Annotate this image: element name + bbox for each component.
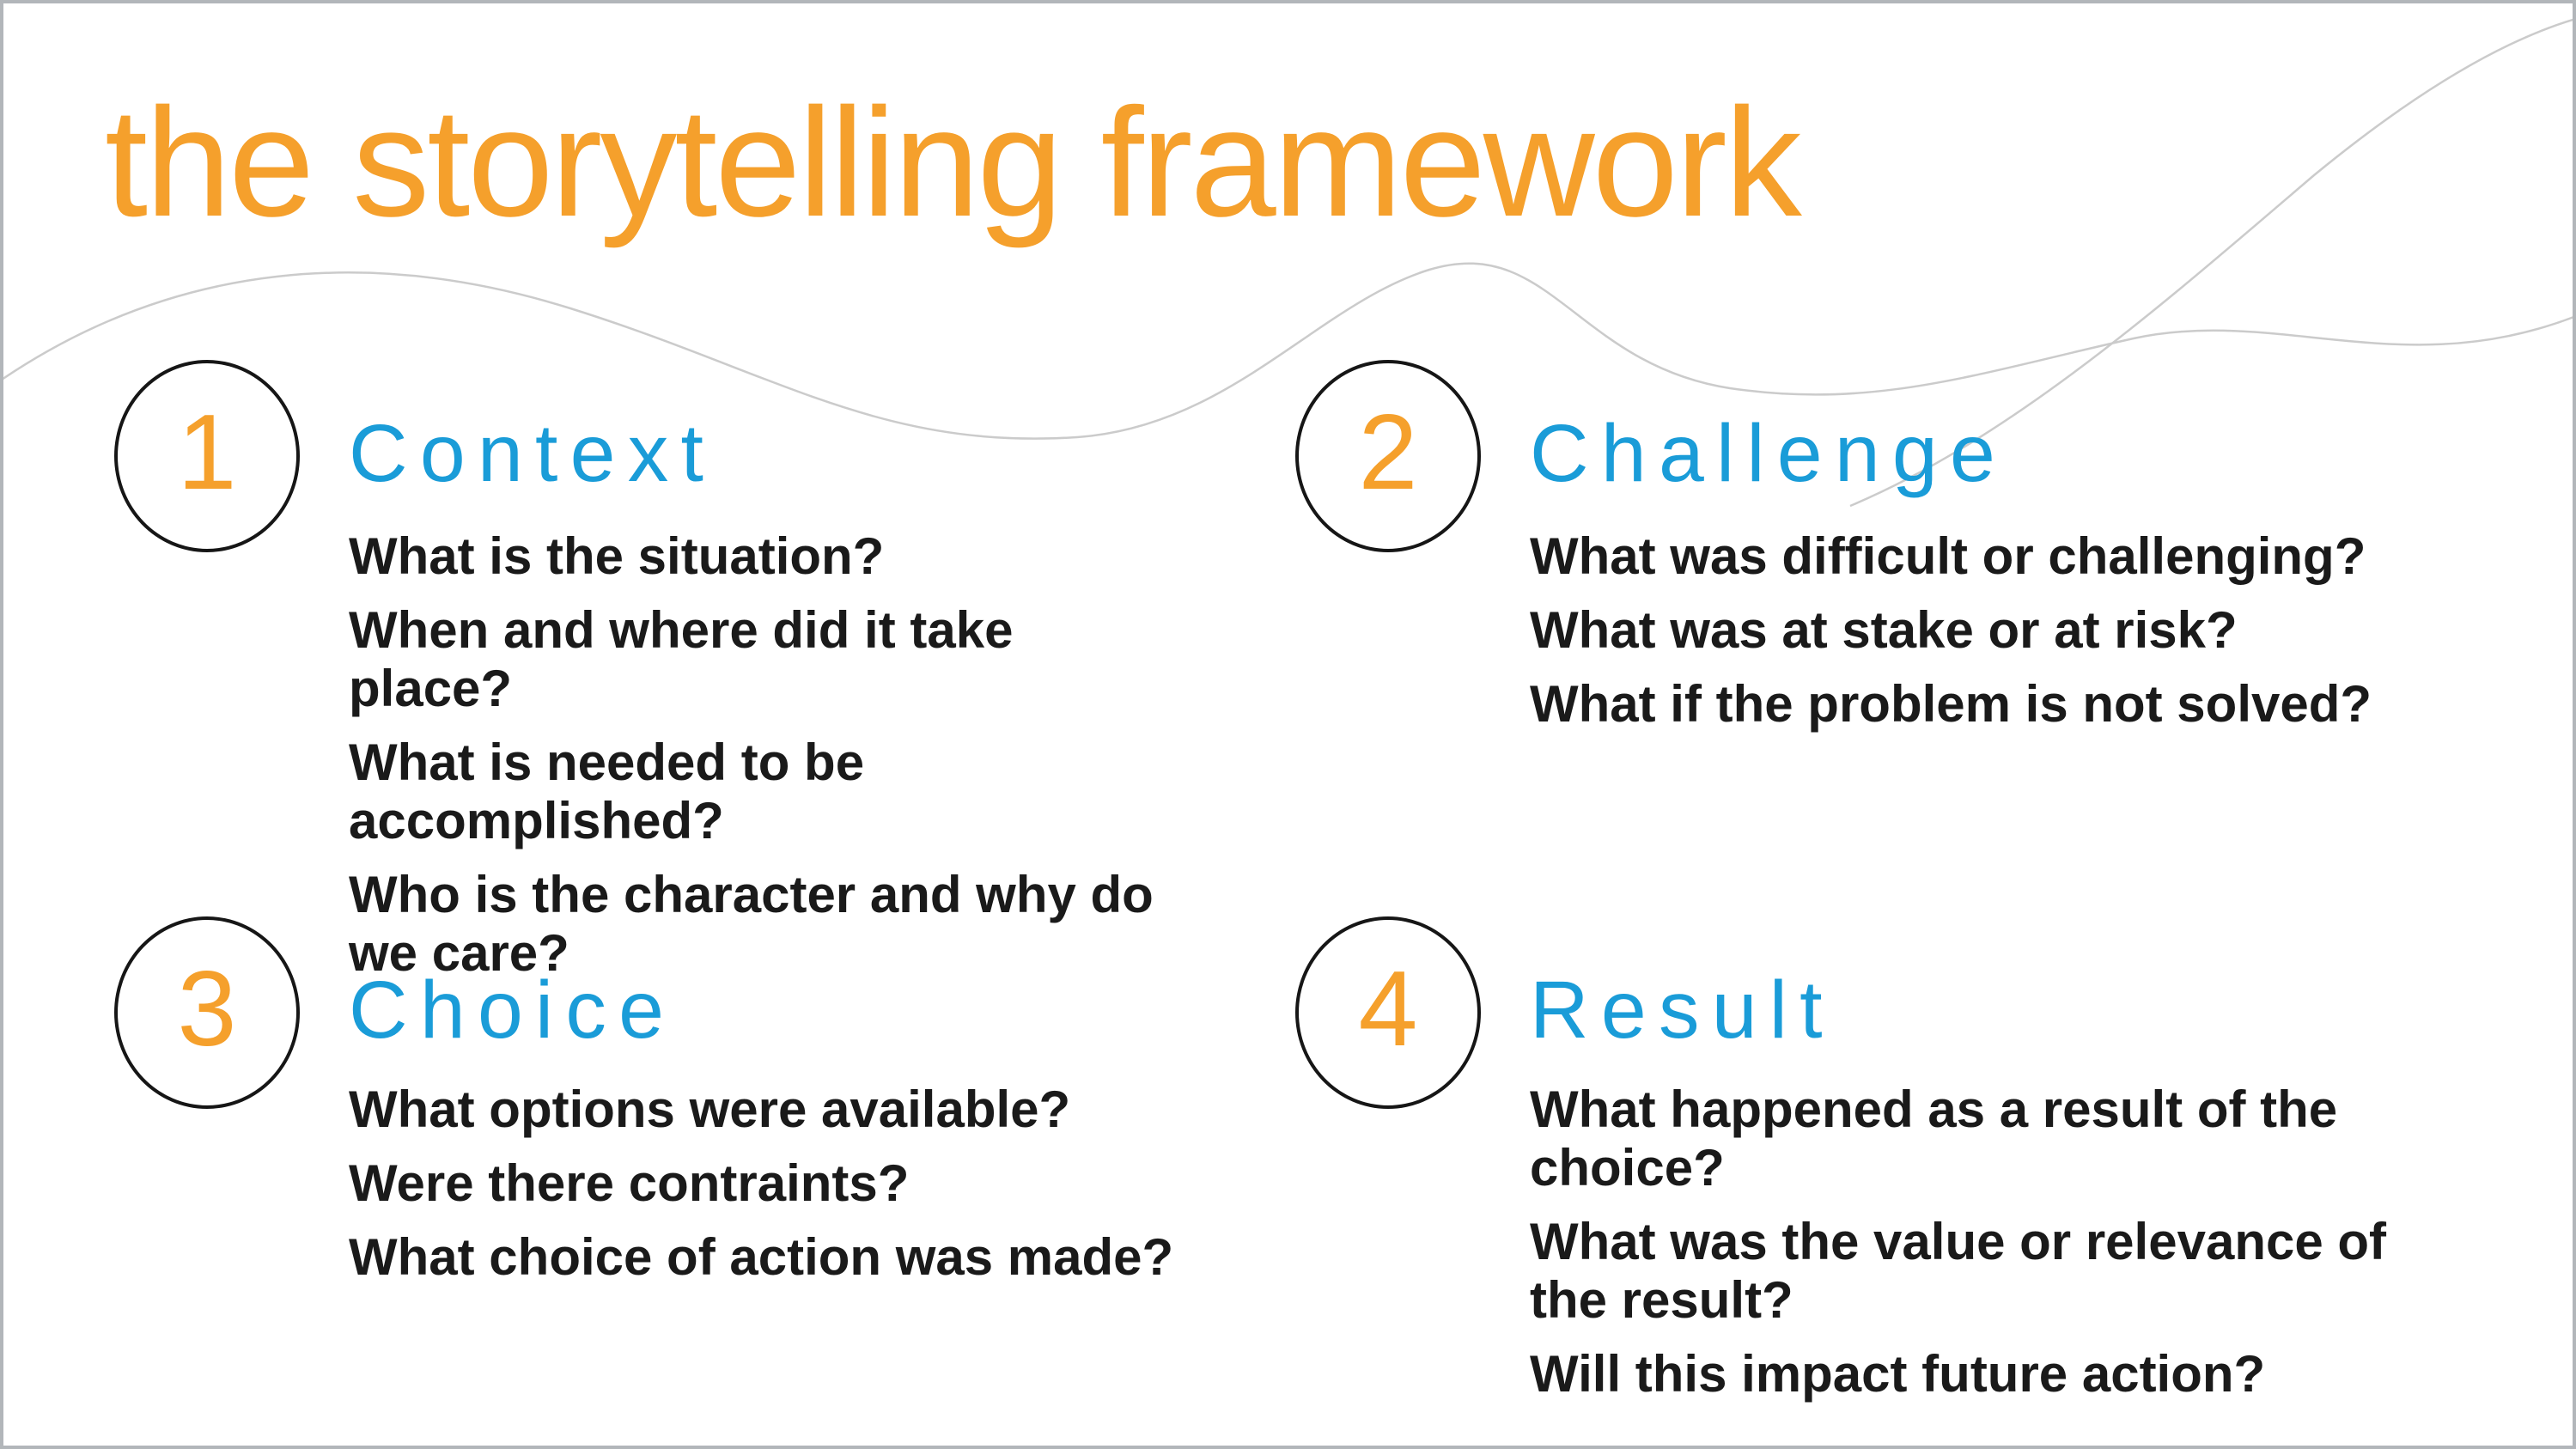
step-3-circle: 3 [114,916,300,1109]
question: Who is the character and why do we care? [349,866,1154,982]
step-3-number: 3 [177,950,237,1068]
step-1-number: 1 [177,393,237,512]
step-4-number: 4 [1358,950,1418,1068]
step-4-circle: 4 [1295,916,1481,1109]
section-heading-context: Context [349,408,716,499]
wave-curve [3,262,2573,440]
section-questions-choice: What options were available? Were there … [349,1081,1191,1302]
page-title: the storytelling framework [105,76,1802,249]
section-heading-choice: Choice [349,965,677,1056]
step-2-number: 2 [1358,393,1418,512]
question: When and where did it take place? [349,601,1014,717]
section-heading-result: Result [1530,965,1835,1056]
question: What options were available? [349,1081,1071,1138]
question: What happened as a result of the choice? [1530,1081,2338,1196]
section-questions-challenge: What was difficult or challenging? What … [1530,527,2492,749]
section-questions-context: What is the situation? When and where di… [349,527,1191,998]
step-2-circle: 2 [1295,360,1481,552]
question: What choice of action was made? [349,1228,1174,1286]
question: Were there contraints? [349,1154,910,1212]
section-questions-result: What happened as a result of the choice?… [1530,1081,2526,1419]
question: What is the situation? [349,527,885,585]
question: What if the problem is not solved? [1530,675,2372,733]
section-heading-challenge: Challenge [1530,408,2008,499]
decorative-waves-graphic [3,18,2573,508]
question: Will this impact future action? [1530,1345,2266,1403]
question: What is needed to be accomplished? [349,734,865,849]
question: What was difficult or challenging? [1530,527,2366,585]
question: What was at stake or at risk? [1530,601,2238,659]
step-1-circle: 1 [114,360,300,552]
question: What was the value or relevance of the r… [1530,1213,2387,1329]
sweep-curve [1849,18,2573,508]
